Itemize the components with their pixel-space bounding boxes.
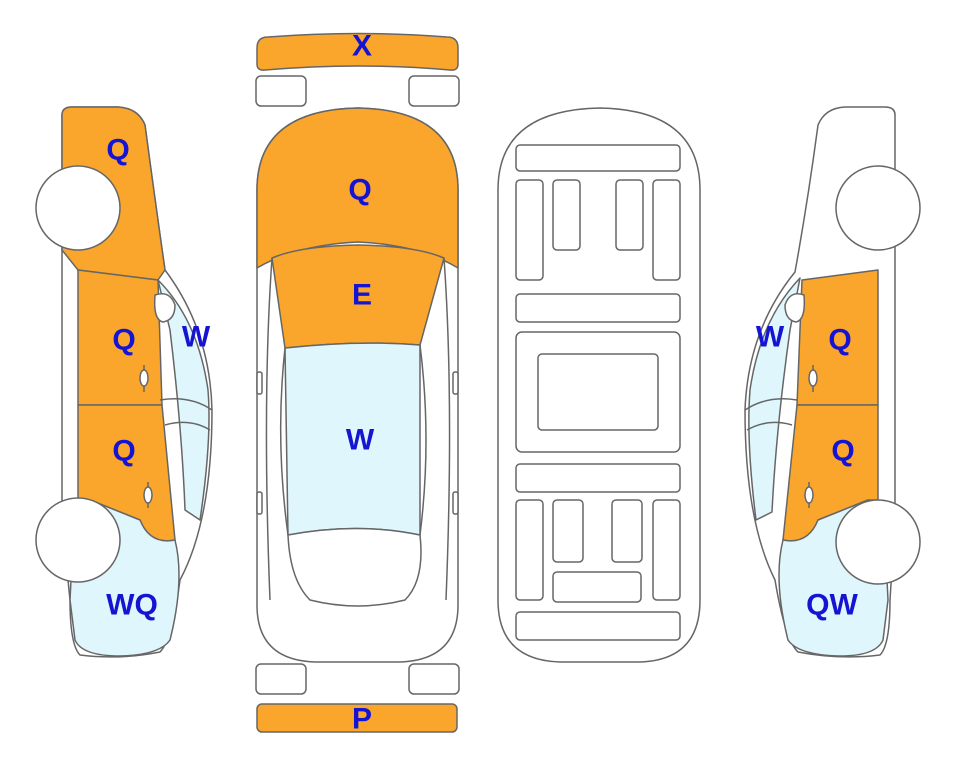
label-right-rear-quarter: QW [806, 589, 858, 622]
top-left-inner-line [279, 347, 289, 536]
handle-right-icon [452, 491, 459, 515]
right-rear-wheel-icon [835, 499, 921, 585]
top-right-side-line [443, 257, 451, 601]
mirror-left-icon [256, 371, 263, 395]
label-left-front-fender: Q [106, 134, 129, 167]
label-front-bumper: X [352, 30, 372, 63]
label-windshield-area: E [352, 279, 372, 312]
top-right-inner-line [419, 344, 427, 536]
right-side-frame-line [744, 398, 798, 431]
damage-labels: X P Q E W Q Q Q W WQ W Q Q QW [106, 30, 858, 736]
rear-light-left [255, 663, 307, 695]
label-right-window: W [756, 321, 785, 354]
label-rear-bumper: P [352, 703, 372, 736]
left-front-wheel-icon [35, 165, 121, 251]
label-roof-glass: W [346, 424, 375, 457]
handle-left-icon [256, 491, 263, 515]
label-left-front-door: Q [112, 324, 135, 357]
label-hood: Q [348, 174, 371, 207]
label-left-rear-door: Q [112, 435, 135, 468]
label-right-front-door: Q [828, 324, 851, 357]
left-side-frame-line [159, 398, 213, 431]
left-door-handle-icon [139, 365, 153, 508]
right-mirror-icon [784, 293, 806, 323]
underbody-view [497, 107, 701, 663]
rear-bumper[interactable] [256, 703, 458, 733]
right-door-handle-icon [804, 365, 818, 508]
front-bumper[interactable] [256, 32, 459, 71]
right-front-wheel-icon [835, 165, 921, 251]
front-light-right [408, 75, 460, 107]
label-left-rear-quarter: WQ [106, 589, 158, 622]
left-rear-wheel-icon [35, 497, 121, 583]
mirror-right-icon [452, 371, 459, 395]
left-mirror-icon [153, 293, 176, 323]
top-left-side-line [265, 257, 273, 601]
label-right-rear-door: Q [831, 435, 854, 468]
rear-window [287, 527, 422, 607]
rear-light-right [408, 663, 460, 695]
front-light-left [255, 75, 307, 107]
hood[interactable] [256, 107, 459, 269]
label-left-window: W [182, 321, 211, 354]
